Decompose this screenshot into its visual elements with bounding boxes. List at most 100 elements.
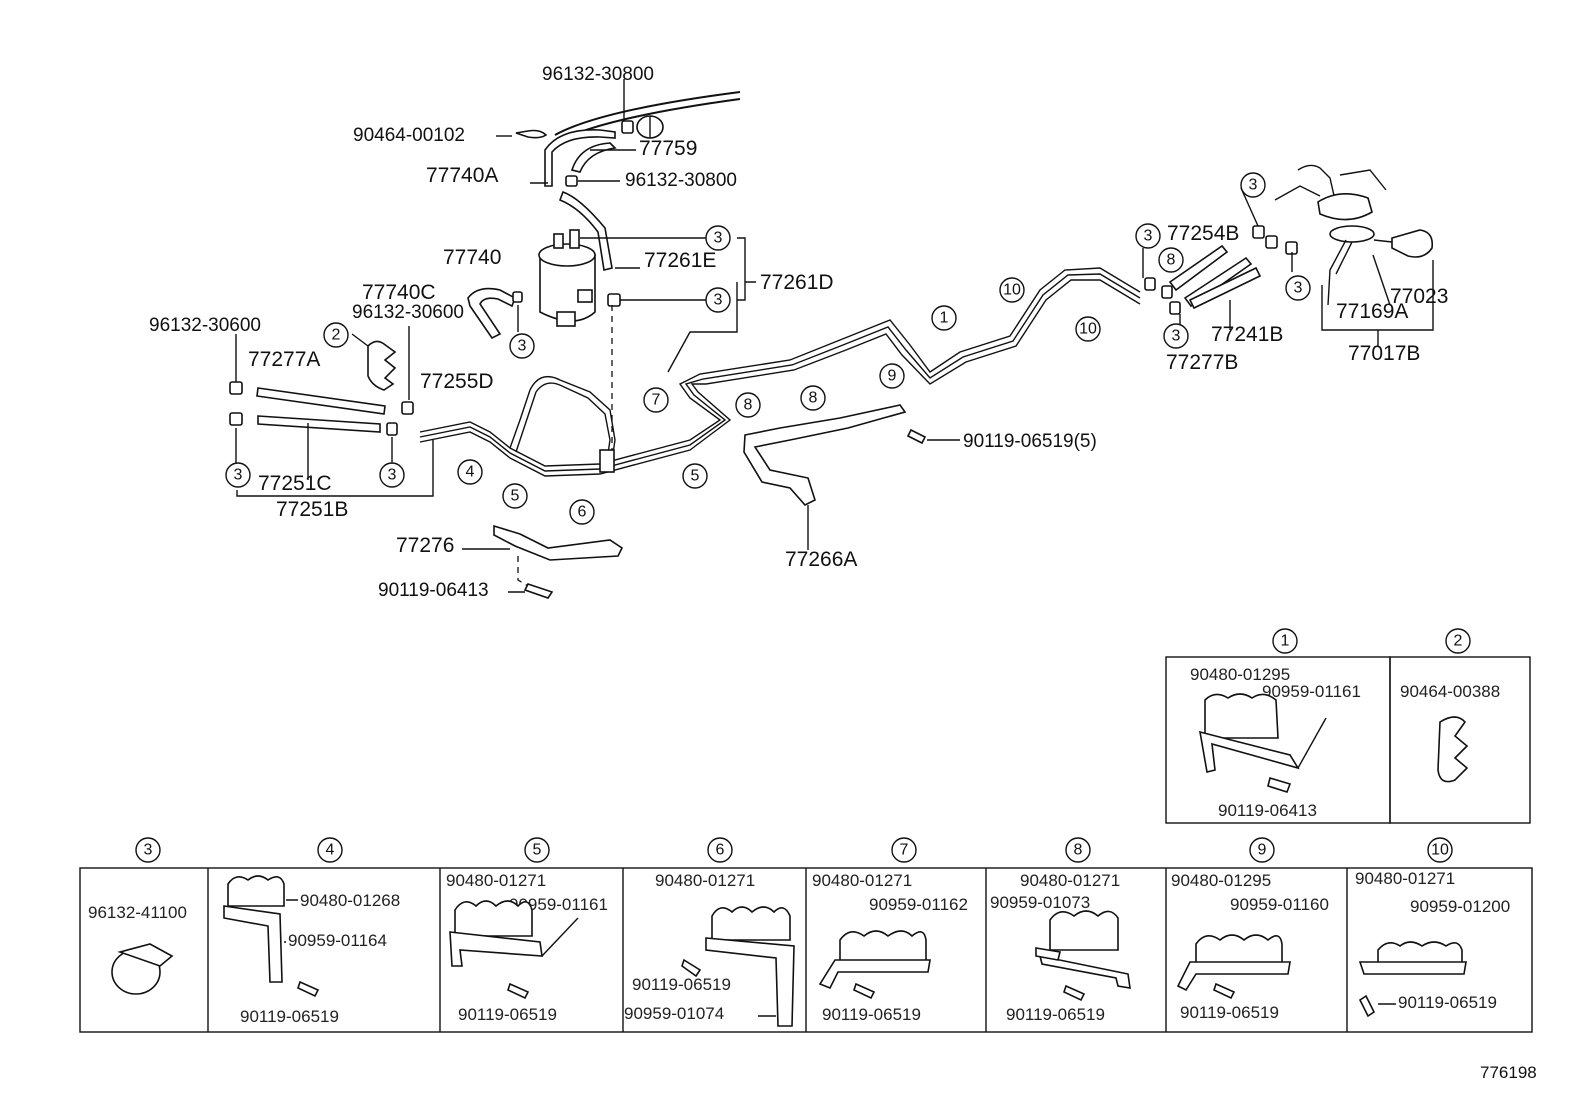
label-77759: 77759 xyxy=(639,137,697,160)
svg-text:7: 7 xyxy=(900,842,909,859)
svg-text:90480-01271: 90480-01271 xyxy=(1355,869,1455,888)
vent-hose-assembly xyxy=(496,79,741,187)
callout-circles: 3 3 3 2 3 3 4 5 6 5 7 8 8 9 1 10 10 3 8 … xyxy=(225,172,1311,525)
svg-text:90119-06519: 90119-06519 xyxy=(1398,993,1497,1012)
detail-box-2: 2 90464-00388 xyxy=(1389,628,1531,824)
callout-1: 1 xyxy=(940,310,949,327)
bracket-77266A xyxy=(743,404,907,506)
svg-text:9: 9 xyxy=(1258,842,1267,859)
callout-3: 3 xyxy=(388,467,397,484)
label-77740C: 77740C xyxy=(362,281,436,304)
callout-6: 6 xyxy=(578,504,587,521)
label-77266A: 77266A xyxy=(785,548,857,571)
callout-3: 3 xyxy=(518,338,527,355)
svg-text:90119-06519: 90119-06519 xyxy=(822,1005,921,1024)
callout-2: 2 xyxy=(332,327,341,344)
callout-3: 3 xyxy=(1172,328,1181,345)
callout-9: 9 xyxy=(888,368,897,385)
svg-text:90959-01160: 90959-01160 xyxy=(1230,895,1329,914)
label-77254B: 77254B xyxy=(1167,222,1239,245)
label-77740A: 77740A xyxy=(426,164,498,187)
svg-text:90959-01161: 90959-01161 xyxy=(1262,682,1361,701)
svg-text:10: 10 xyxy=(1431,842,1449,859)
label-96132-30600-right: 96132-30600 xyxy=(352,302,464,323)
svg-text:2: 2 xyxy=(1454,633,1463,650)
fuel-pump-assembly xyxy=(1274,164,1434,346)
callout-3: 3 xyxy=(714,292,723,309)
svg-text:90959-01161: 90959-01161 xyxy=(509,895,608,914)
callout-3: 3 xyxy=(1249,177,1258,194)
svg-text:8: 8 xyxy=(1074,842,1083,859)
svg-text:6: 6 xyxy=(716,842,725,859)
callout-7: 7 xyxy=(652,392,661,409)
label-77277A: 77277A xyxy=(248,348,320,371)
label-77740: 77740 xyxy=(443,246,501,269)
svg-text:90959-01074: 90959-01074 xyxy=(624,1004,724,1023)
label-77023: 77023 xyxy=(1390,285,1448,308)
svg-text:3: 3 xyxy=(144,842,153,859)
callout-10: 10 xyxy=(1003,282,1021,299)
svg-text:90480-01268: 90480-01268 xyxy=(300,891,400,910)
left-hoses xyxy=(229,326,434,497)
label-77241B: 77241B xyxy=(1211,323,1283,346)
fuel-tube-bundle xyxy=(419,267,1141,477)
callout-8: 8 xyxy=(1167,252,1176,269)
svg-text:90959-01200: 90959-01200 xyxy=(1410,897,1510,916)
label-90119-06413: 90119-06413 xyxy=(378,580,489,601)
svg-text:90480-01295: 90480-01295 xyxy=(1190,665,1290,684)
svg-text:90119-06519: 90119-06519 xyxy=(1180,1003,1279,1022)
detail-box-5: 5 90480-01271 90959-01161 90119-06519 xyxy=(446,837,608,1024)
svg-text:90959-01164: 90959-01164 xyxy=(288,931,387,950)
svg-text:90119-06519: 90119-06519 xyxy=(240,1007,339,1026)
label-96132-30800-top: 96132-30800 xyxy=(542,64,654,85)
label-90464-00102: 90464-00102 xyxy=(353,125,465,146)
svg-text:90119-06519: 90119-06519 xyxy=(458,1005,557,1024)
detail-box-4: 4 90480-01268 90959-01164 90119-06519 xyxy=(223,837,400,1026)
svg-text:90119-06519: 90119-06519 xyxy=(632,975,731,994)
charcoal-canister xyxy=(538,190,710,455)
detail-box-3: 3 96132-41100 xyxy=(88,837,187,995)
detail-box-9: 9 90480-01295 90959-01160 90119-06519 xyxy=(1171,837,1329,1022)
svg-text:4: 4 xyxy=(326,842,335,859)
svg-text:90959-01073: 90959-01073 xyxy=(990,893,1090,912)
label-77261E: 77261E xyxy=(644,249,716,272)
svg-text:90119-06519: 90119-06519 xyxy=(1006,1005,1105,1024)
label-77276: 77276 xyxy=(396,534,454,557)
label-77251C: 77251C xyxy=(258,472,332,495)
callout-5: 5 xyxy=(511,488,520,505)
svg-text:90480-01271: 90480-01271 xyxy=(1020,871,1120,890)
label-77277B: 77277B xyxy=(1166,351,1238,374)
label-77255D: 77255D xyxy=(420,370,494,393)
callout-3: 3 xyxy=(234,467,243,484)
drawing-number: 776198 xyxy=(1480,1063,1537,1082)
right-hoses xyxy=(1142,187,1298,345)
label-77261D: 77261D xyxy=(760,271,834,294)
svg-text:90480-01295: 90480-01295 xyxy=(1171,871,1271,890)
detail-box-7: 7 90480-01271 90959-01162 90119-06519 xyxy=(812,837,968,1024)
callout-8: 8 xyxy=(809,390,818,407)
detail-box-1: 1 90480-01295 90959-01161 90119-06413 xyxy=(1165,628,1391,824)
label-77169A: 77169A xyxy=(1336,300,1408,323)
svg-text:96132-41100: 96132-41100 xyxy=(88,903,187,922)
svg-text:5: 5 xyxy=(533,842,542,859)
svg-text:90959-01162: 90959-01162 xyxy=(869,895,968,914)
svg-text:90480-01271: 90480-01271 xyxy=(655,871,755,890)
detail-row xyxy=(79,867,1533,1033)
label-77251B: 77251B xyxy=(276,498,348,521)
callout-3: 3 xyxy=(1144,228,1153,245)
callout-3: 3 xyxy=(1294,280,1303,297)
detail-box-6: 6 90480-01271 90119-06519 90959-01074 xyxy=(624,837,795,1027)
callout-10: 10 xyxy=(1079,321,1097,338)
svg-text:1: 1 xyxy=(1281,633,1290,650)
label-77017B: 77017B xyxy=(1348,342,1420,365)
detail-box-8: 8 90480-01271 90959-01073 90119-06519 xyxy=(990,837,1131,1024)
svg-text:90480-01271: 90480-01271 xyxy=(446,871,546,890)
label-96132-30800-mid: 96132-30800 xyxy=(625,170,737,191)
svg-text:90480-01271: 90480-01271 xyxy=(812,871,912,890)
hose-77740C xyxy=(467,287,516,340)
label-90119-06519-5: 90119-06519(5) xyxy=(963,431,1097,452)
callout-8: 8 xyxy=(744,397,753,414)
callout-4: 4 xyxy=(466,464,475,481)
detail-box-10: 10 90480-01271 90959-01200 90119-06519 xyxy=(1355,837,1510,1018)
